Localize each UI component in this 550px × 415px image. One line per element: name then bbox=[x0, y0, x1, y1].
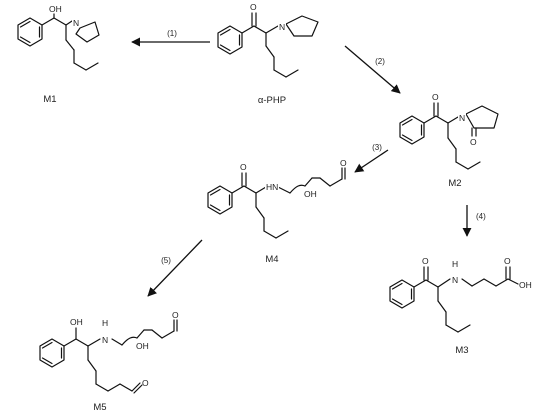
m4-amine-label: HN bbox=[266, 182, 278, 192]
reaction-arrow-4: (4) bbox=[462, 205, 486, 237]
step-2-label: (2) bbox=[375, 57, 385, 66]
m1-label: M1 bbox=[43, 94, 56, 105]
m4-hydroxyl-label: OH bbox=[304, 189, 317, 199]
m5-terminal-oxygen-label: O bbox=[142, 378, 149, 388]
m3-carbonyl-oxygen-label: O bbox=[504, 256, 511, 266]
m2-label: M2 bbox=[448, 178, 461, 189]
molecule-m2: O N O M2 bbox=[399, 92, 499, 189]
m5-alcohol-label: OH bbox=[70, 317, 83, 327]
m5-aldehyde-oxygen-label: O bbox=[172, 310, 179, 320]
reaction-arrow-5: (5) bbox=[147, 239, 203, 297]
alpha-php-nitrogen-label: N bbox=[279, 22, 285, 32]
molecule-m3: O H N O OH M3 bbox=[389, 256, 532, 356]
m5-nitrogen-label: N bbox=[102, 335, 108, 345]
molecule-alpha-php: O N α-PHP bbox=[217, 2, 319, 106]
step-5-label: (5) bbox=[161, 256, 171, 265]
m2-nitrogen-label: N bbox=[459, 113, 465, 123]
reaction-arrow-1: (1) bbox=[131, 29, 210, 47]
m3-hydroxyl-label: OH bbox=[519, 280, 532, 290]
m2-lactam-oxygen-label: O bbox=[470, 137, 477, 147]
m5-label: M5 bbox=[93, 402, 106, 413]
m3-amine-hydrogen-label: H bbox=[452, 259, 458, 269]
m1-nitrogen-label: N bbox=[73, 18, 79, 28]
molecule-m5: OH H N OH O O M5 bbox=[39, 310, 179, 413]
step-1-label: (1) bbox=[167, 29, 177, 38]
step-3-label: (3) bbox=[372, 143, 382, 152]
m3-label: M3 bbox=[455, 345, 468, 356]
alpha-php-oxygen-label: O bbox=[250, 2, 257, 12]
molecule-m4: O HN OH O M4 bbox=[207, 158, 347, 265]
m4-aldehyde-oxygen-label: O bbox=[340, 158, 347, 168]
m5-hydroxyl-label: OH bbox=[136, 341, 149, 351]
reaction-arrow-2: (2) bbox=[344, 45, 401, 94]
molecule-m1: OH N M1 bbox=[17, 4, 100, 105]
reaction-arrow-3: (3) bbox=[354, 143, 389, 173]
step-4-label: (4) bbox=[476, 212, 486, 221]
m1-hydroxyl-label: OH bbox=[49, 4, 62, 14]
m5-amine-hydrogen-label: H bbox=[102, 318, 108, 328]
m3-ketone-oxygen-label: O bbox=[422, 256, 429, 266]
alpha-php-label: α-PHP bbox=[258, 95, 286, 106]
m2-ketone-oxygen-label: O bbox=[432, 92, 439, 102]
m4-ketone-oxygen-label: O bbox=[240, 162, 247, 172]
m4-label: M4 bbox=[265, 254, 278, 265]
m3-nitrogen-label: N bbox=[452, 275, 458, 285]
